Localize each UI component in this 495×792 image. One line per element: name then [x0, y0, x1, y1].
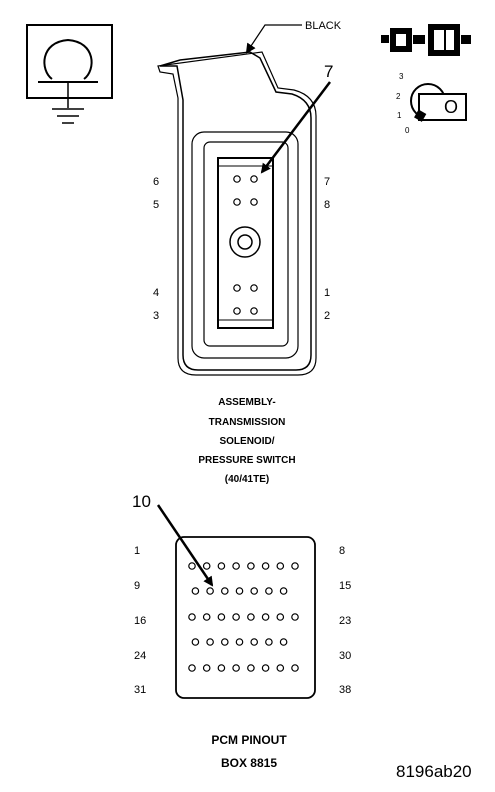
pin-label-2: 2 [324, 310, 330, 322]
pcm-pin-hole [217, 562, 226, 570]
pcm-pin-hole [232, 613, 240, 621]
pcm-pin-hole [188, 613, 196, 621]
connector-plug-icon [381, 24, 471, 56]
pcm-pin-hole [250, 638, 259, 646]
pcm-pin-hole [232, 664, 240, 672]
pcm-row-label-8: 8 [339, 545, 345, 557]
pcm-pin-hole [221, 638, 229, 646]
pcm-row-label-23: 23 [339, 615, 351, 627]
pcm-pin-hole [276, 613, 285, 621]
pin-label-6: 6 [153, 176, 159, 188]
caption-line: TRANSMISSION [209, 417, 286, 428]
pcm-pin-hole [279, 587, 288, 595]
pcm-row-label-15: 15 [339, 580, 351, 592]
pcm-pin-hole [247, 562, 255, 570]
pcm-pin-hole [232, 562, 240, 570]
ignition-key-icon: 3 2 1 0 O [396, 72, 467, 135]
pcm-pin-hole [206, 638, 214, 646]
pcm-row-label-38: 38 [339, 684, 351, 696]
pcm-pin-hole [188, 664, 196, 672]
pcm-pin-hole [217, 664, 226, 672]
pcm-pin-hole [191, 587, 200, 595]
pcm-pin-hole [261, 562, 270, 570]
caption-line: PRESSURE SWITCH [198, 455, 295, 466]
pin-label-7: 7 [324, 176, 330, 188]
pcm-pin-hole [235, 638, 244, 646]
pcm-pin-hole [261, 664, 270, 672]
pcm-pin-hole [217, 613, 226, 621]
pcm-row-label-1: 1 [134, 545, 140, 557]
pcm-pin-hole [291, 613, 299, 621]
pcm-pin-hole [247, 664, 255, 672]
pcm-pin-hole [202, 664, 211, 672]
figure-code: 8196ab20 [396, 762, 472, 781]
pcm-pin-holes [188, 562, 299, 672]
pin-label-1: 1 [324, 287, 330, 299]
pcm-pin-hole [202, 562, 211, 570]
key-position-3: 3 [399, 72, 404, 81]
pcm-row-label-30: 30 [339, 650, 351, 662]
callout-10: 10 [132, 492, 151, 511]
caption-line: ASSEMBLY- [218, 397, 275, 408]
pcm-caption-line: PCM PINOUT [211, 733, 287, 747]
wire-color-label: BLACK [305, 20, 342, 32]
pcm-row-label-24: 24 [134, 650, 146, 662]
pin-label-5: 5 [153, 199, 159, 211]
pcm-pin-hole [265, 638, 273, 646]
caption-line: SOLENOID/ [219, 436, 274, 447]
key-position-0: 0 [405, 126, 410, 135]
pcm-row-label-9: 9 [134, 580, 140, 592]
pcm-connector [175, 536, 316, 699]
pcm-pin-hole [279, 638, 288, 646]
pcm-pin-hole [191, 638, 200, 646]
pcm-pin-hole [250, 587, 259, 595]
key-position-1: 1 [397, 111, 402, 120]
connector-caption: ASSEMBLY- TRANSMISSION SOLENOID/ PRESSUR… [198, 397, 295, 485]
pcm-pin-hole [206, 587, 214, 595]
solenoid-pin-holes [233, 175, 258, 315]
pcm-pin-hole [265, 587, 273, 595]
solenoid-connector [157, 51, 317, 376]
pcm-pin-hole [247, 613, 255, 621]
pcm-pin-hole [221, 587, 229, 595]
pcm-caption-line: BOX 8815 [221, 756, 277, 770]
pcm-pin-hole [261, 613, 270, 621]
pcm-pin-hole [291, 664, 299, 672]
pcm-pin-hole [235, 587, 244, 595]
pcm-row-label-16: 16 [134, 615, 146, 627]
omega-ground-icon [26, 24, 113, 124]
pin-label-8: 8 [324, 199, 330, 211]
pcm-pin-hole [202, 613, 211, 621]
callout-7: 7 [324, 62, 333, 81]
caption-line: (40/41TE) [225, 474, 269, 485]
pcm-pin-hole [188, 562, 196, 570]
pcm-pin-hole [291, 562, 299, 570]
key-position-2: 2 [396, 92, 401, 101]
pcm-row-label-31: 31 [134, 684, 146, 696]
pin-label-4: 4 [153, 287, 159, 299]
pcm-pin-hole [276, 562, 285, 570]
pin-label-3: 3 [153, 310, 159, 322]
pcm-pin-hole [276, 664, 285, 672]
key-letter: O [444, 97, 458, 117]
